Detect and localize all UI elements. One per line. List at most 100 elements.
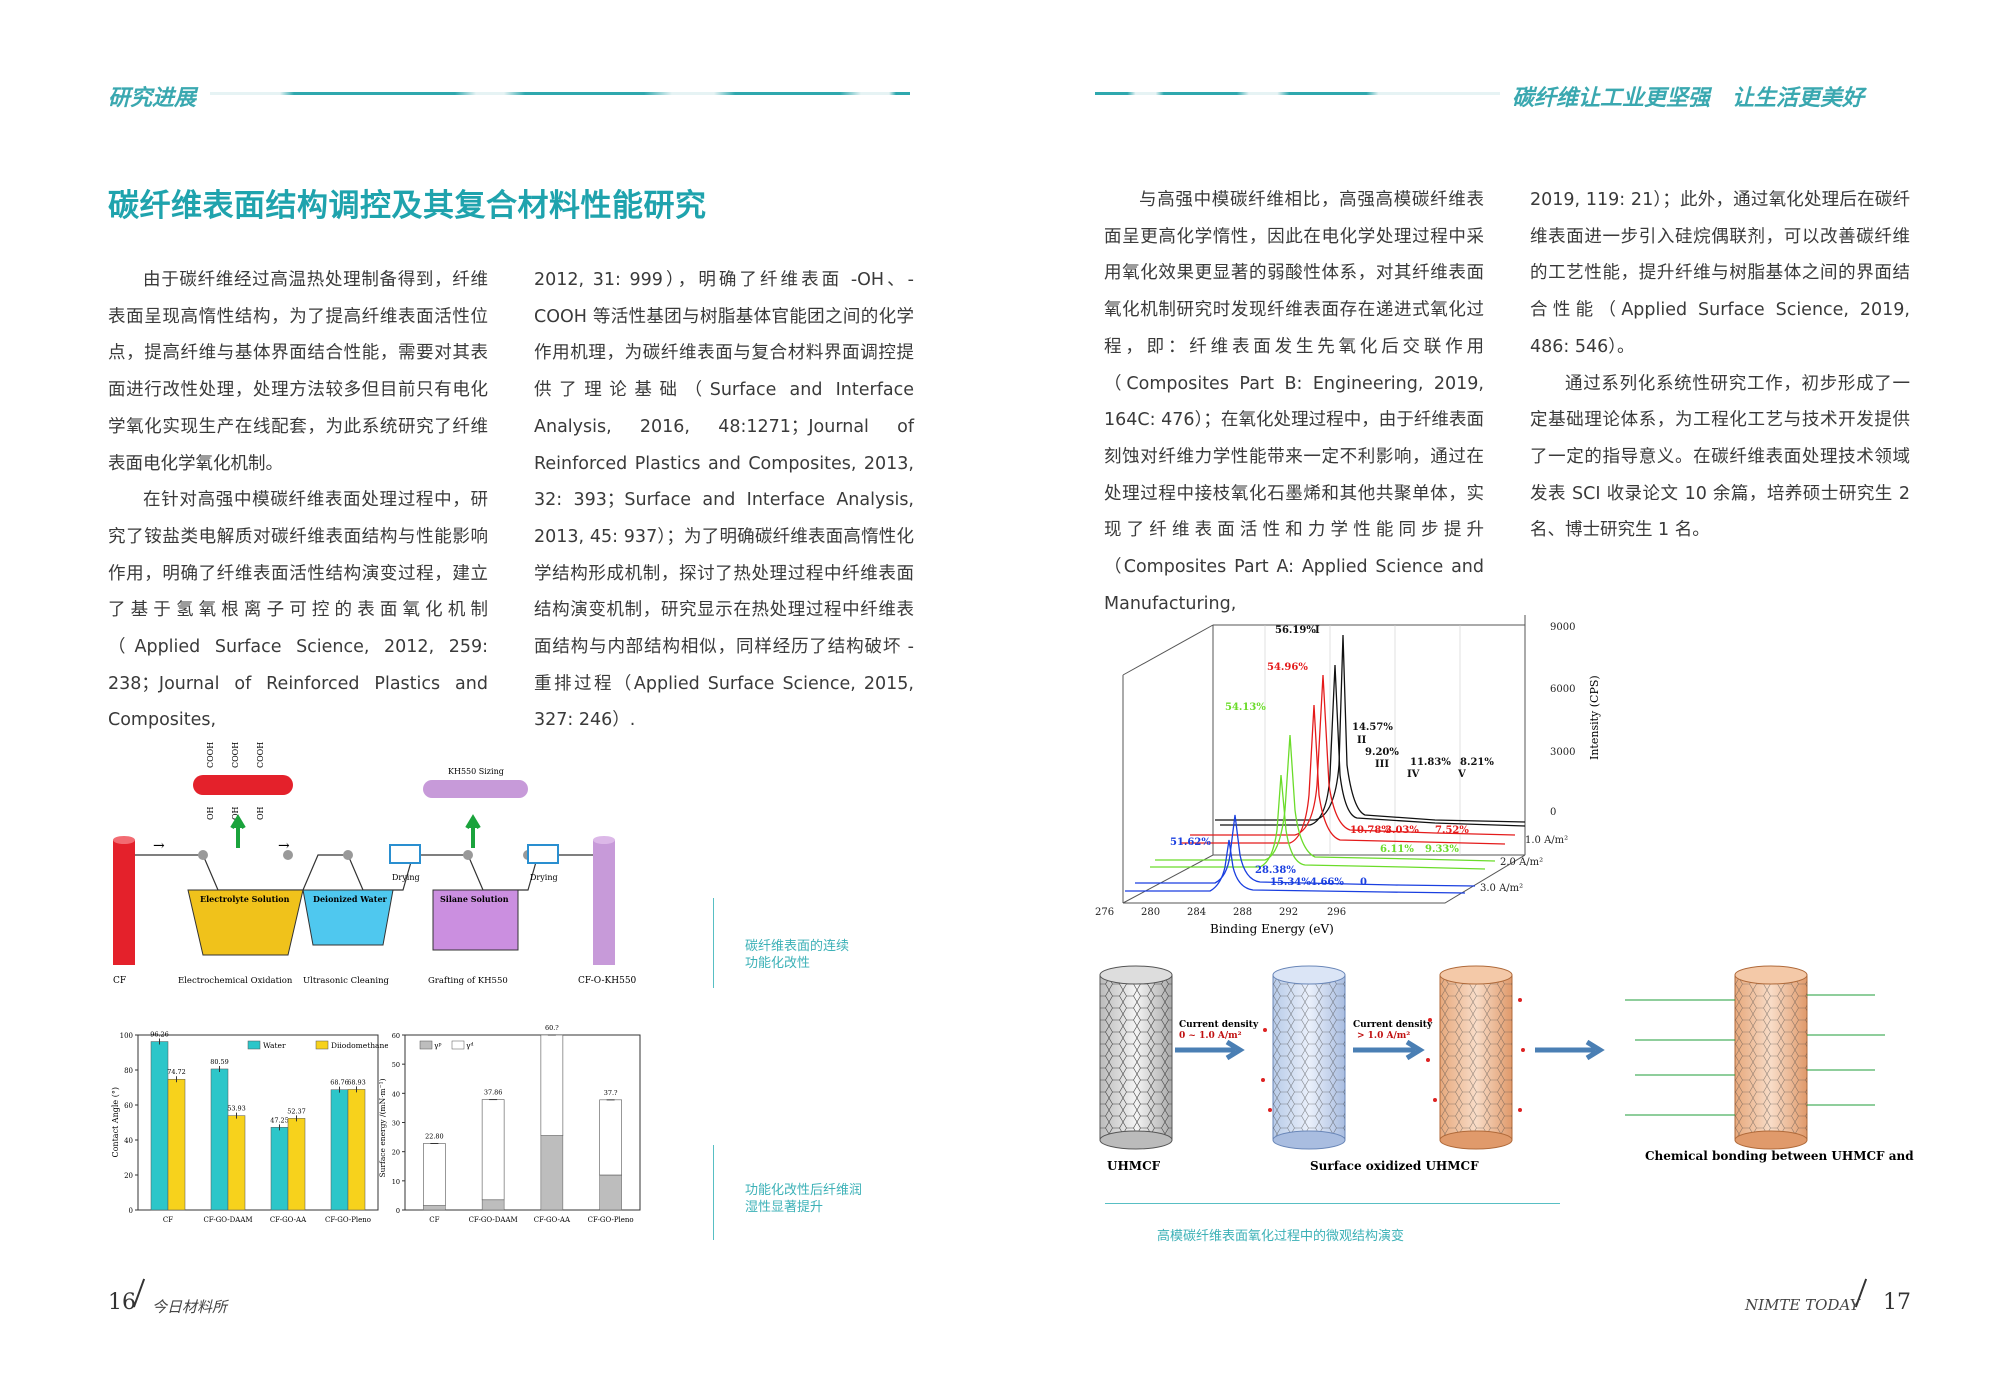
series-label: V (1457, 769, 1466, 780)
paragraph: 通过系列化系统性研究工作，初步形成了一定基础理论体系，为工程化工艺与技术开发提供… (1530, 373, 1910, 541)
depth-label: 1.0 A/m² (1525, 835, 1568, 846)
oh-label: OH (231, 806, 240, 820)
figure3-caption: 高模碳纤维表面氧化过程中的微观结构演变 (1157, 1229, 1405, 1244)
category-label: CF-GO-AA (534, 1216, 571, 1224)
value-label: 96.26 (150, 1031, 169, 1039)
bar (150, 1041, 169, 1211)
value-label: 52.37 (287, 1107, 306, 1115)
arrow1-sublabel: 0 ~ 1.0 A/m² (1179, 1031, 1242, 1041)
category-label: CF (163, 1216, 173, 1224)
bar-dispersive (540, 1034, 564, 1136)
z-tick: 9000 (1550, 622, 1575, 633)
paragraph: 2019, 119: 21）；此外，通过氧化处理后在碳纤维表面进一步引入硅烷偶联… (1530, 190, 1910, 357)
y-tick-label: 40 (124, 1137, 133, 1145)
oxidation-schematic-figure: UHMCF Current density 0 ~ 1.0 A/m² Curre… (1099, 965, 1915, 1173)
bar-dispersive (423, 1143, 446, 1206)
y-axis-label: Contact Angle (°) (111, 1087, 120, 1157)
peak-label: 0 (1360, 877, 1367, 888)
bar (347, 1089, 366, 1211)
left-section-title: 研究进展 (108, 85, 197, 111)
up-arrow-icon (465, 814, 481, 848)
depth-label: 3.0 A/m² (1480, 883, 1523, 894)
cf-cylinder (113, 840, 135, 965)
step-label: Electrochemical Oxidation (178, 976, 293, 986)
legend-swatch (419, 1040, 433, 1050)
header-line-left (210, 92, 910, 95)
y-tick-label: 60 (392, 1032, 400, 1040)
bar (227, 1115, 246, 1211)
xps-frame (1122, 615, 1526, 904)
peak-label: 3.03% (1385, 825, 1419, 836)
x-tick: 288 (1233, 907, 1252, 918)
paragraph: 与高强中模碳纤维相比，高强高模碳纤维表面呈更高化学惰性，因此在电化学处理过程中采… (1104, 190, 1484, 614)
value-label: 60.? (545, 1025, 559, 1032)
caption-bracket (713, 1145, 714, 1240)
xps-depth-labels: 1.0 A/m² 2.0 A/m² 3.0 A/m² (1480, 835, 1568, 894)
x-tick: 276 (1095, 907, 1114, 918)
y-tick-label: 80 (124, 1067, 133, 1075)
legend-swatch (451, 1040, 465, 1050)
drying-box (389, 844, 421, 864)
cf-o-kh550-label: CF-O-KH550 (578, 976, 637, 986)
paragraph: 2012, 31: 999），明确了纤维表面 -OH、-COOH 等活性基团与树… (534, 270, 914, 731)
bar (167, 1078, 186, 1211)
legend-label: Water (263, 1041, 286, 1050)
y-tick-label: 40 (392, 1090, 400, 1098)
peak-label: 54.13% (1225, 702, 1266, 713)
peak-label: 28.38% (1255, 865, 1296, 876)
xps-xlabel: Binding Energy (eV) (1210, 922, 1334, 936)
figure2-caption: 功能化改性后纤维润湿性显著提升 (745, 1183, 863, 1215)
bar-dispersive (481, 1099, 505, 1201)
drying-label: Drying (530, 873, 558, 882)
bar-polar (599, 1174, 622, 1211)
peak-label: 51.62% (1170, 837, 1211, 848)
z-tick: 6000 (1550, 684, 1575, 695)
peak-label: 8.21% (1460, 757, 1494, 768)
arrow1-label: Current density (1179, 1020, 1259, 1030)
kh550-label: KH550 Sizing (448, 767, 504, 776)
y-tick-label: 0 (129, 1207, 133, 1215)
drying-label: Drying (392, 873, 420, 882)
y-axis-label: Surface energy /(mN·m⁻¹) (378, 1078, 387, 1177)
spectrum-black (1220, 664, 1526, 827)
y-tick-label: 10 (392, 1178, 400, 1186)
step-label: Ultrasonic Cleaning (303, 976, 390, 986)
value-label: 74.72 (167, 1068, 186, 1076)
category-label: CF-GO-Pleno (588, 1216, 634, 1224)
bar-polar (540, 1135, 564, 1211)
xps-annotations: 56.19% I 54.96% 54.13% 14.57% II 9.20% I… (1170, 625, 1494, 888)
page-number-right: 17 (1883, 1290, 1911, 1315)
series-label: II (1357, 735, 1367, 746)
silane-label: Silane Solution (440, 894, 509, 904)
peak-label: 7.52% (1435, 825, 1469, 836)
bar (270, 1127, 289, 1211)
peak-label: 9.33% (1425, 844, 1459, 855)
bar (287, 1118, 306, 1211)
y-tick-label: 50 (392, 1061, 400, 1069)
text-column-1: 由于碳纤维经过高温热处理制备得到，纤维表面呈现高惰性结构，为了提高纤维表面活性位… (108, 262, 488, 739)
z-tick: 3000 (1550, 747, 1575, 758)
x-tick: 284 (1187, 907, 1206, 918)
uhmcf-cylinder (1099, 965, 1173, 1150)
value-label: 53.93 (227, 1105, 246, 1113)
y-tick-label: 20 (124, 1172, 133, 1180)
x-tick: 292 (1279, 907, 1298, 918)
value-label: 68.93 (347, 1078, 366, 1086)
oh-label: OH (206, 806, 215, 820)
peak-label: 54.96% (1267, 662, 1308, 673)
xps-x-ticks: 276 280 284 288 292 296 (1095, 907, 1346, 918)
footer-left-text: 今日材料所 (152, 1298, 228, 1316)
xps-z-ticks: 9000 6000 3000 0 (1550, 622, 1575, 818)
drying-box (527, 844, 559, 864)
right-arrow-icon (1175, 1039, 1245, 1061)
legend-label: γᵈ (466, 1041, 473, 1050)
y-tick-label: 60 (124, 1102, 133, 1110)
paragraph: 在针对高强中模碳纤维表面处理过程中，研究了铵盐类电解质对碳纤维表面结构与性能影响… (108, 490, 488, 731)
rollers (198, 850, 533, 860)
legend-label: γᵖ (434, 1041, 441, 1050)
silane-bath (432, 889, 519, 951)
peak-label: 4.66% (1310, 877, 1344, 888)
cooh-fiber (193, 775, 293, 795)
